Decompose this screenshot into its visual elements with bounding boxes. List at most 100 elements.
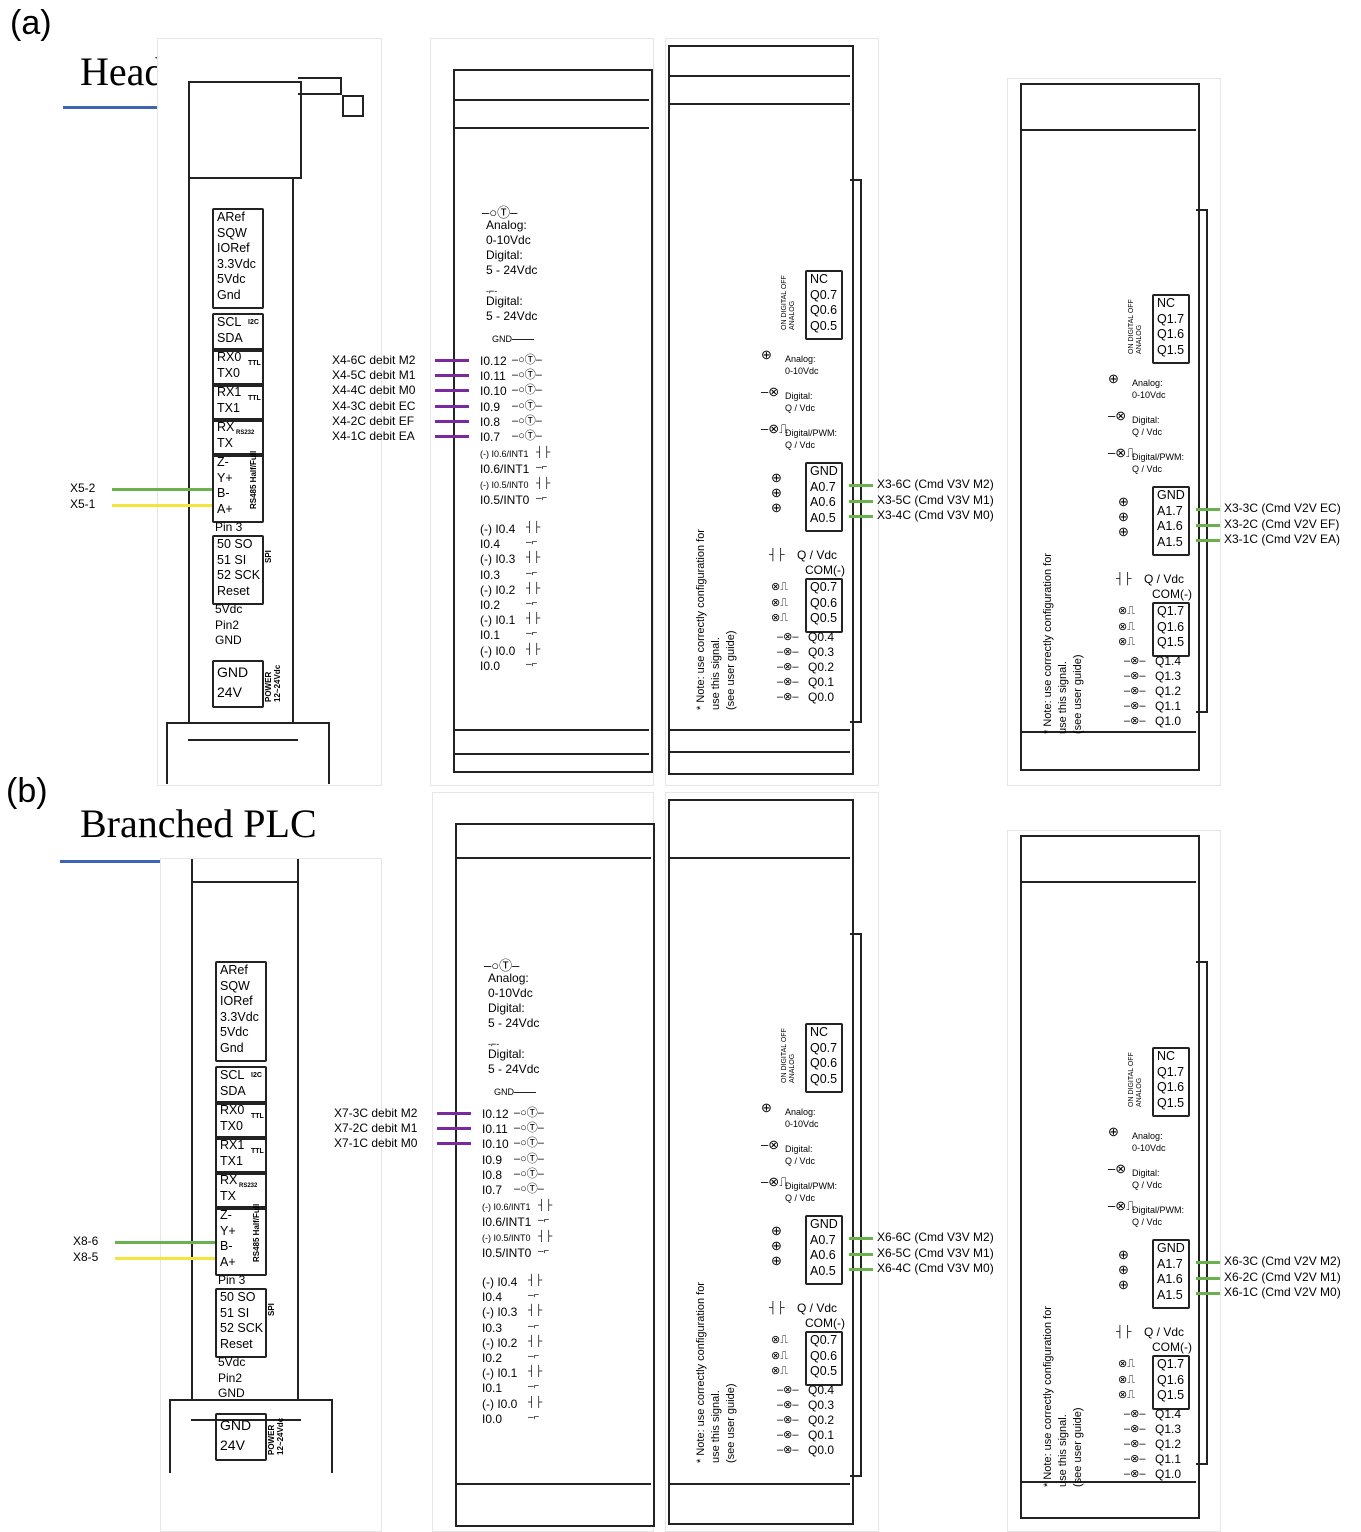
int-input-symbol: ┤├ <box>538 1230 553 1242</box>
i2c-tag: I2C <box>248 319 259 326</box>
pwm-output-block-row: Q1.6 <box>1157 1372 1185 1387</box>
ttl-tag: TTL <box>248 360 261 367</box>
cpu-pin-label: Pin2 <box>218 1370 243 1385</box>
cpu-rs485-block: Z-Y+B-A+ <box>215 1206 267 1276</box>
cpu-ttl-block-row: TX1 <box>217 400 240 415</box>
input-terminal-symbol: –○Ⓣ– <box>514 1107 544 1119</box>
digital-input-symbol: ┤├ <box>528 1305 543 1317</box>
cpu-spi-block-row: 52 SCK <box>220 1321 264 1335</box>
cpu-power-row: 24V <box>217 683 242 700</box>
digital-output-label: Q1.4 <box>1155 1406 1182 1421</box>
digital-input-label: (-) I0.4 <box>482 1275 518 1289</box>
analog-input-label: I0.7 <box>480 430 501 444</box>
int-input-label: (-) I0.5/INT0 <box>482 1232 531 1243</box>
digital-output-label: Q1.0 <box>1155 713 1182 728</box>
cpu-spi-block-row: Reset <box>217 583 250 598</box>
cpu-power-row: 24V <box>220 1436 245 1453</box>
cpu-aref-block-row: ARef <box>220 963 248 977</box>
switch-block-row: Q0.7 <box>810 287 838 302</box>
int-input-label: (-) I0.5/INT0 <box>480 479 529 490</box>
output-module-q1 <box>1007 78 1221 786</box>
digital-output-symbol: –⊗– <box>1124 669 1146 682</box>
output-wire <box>849 515 873 518</box>
rs485-wire-label: X8-5 <box>73 1249 99 1264</box>
output-wire <box>849 1237 873 1240</box>
output-legend-symbol: ⊕ <box>1108 1124 1119 1139</box>
input-legend-label: 5 - 24Vdc <box>488 1062 540 1076</box>
switch-block-row: NC <box>810 1025 829 1039</box>
analog-output-block-row: A0.5 <box>810 510 836 525</box>
config-note: (see user guide) <box>725 630 737 711</box>
gnd-line <box>512 339 534 340</box>
digital-input-label: (-) I0.1 <box>482 1366 518 1381</box>
digital-output-symbol: –⊗– <box>1124 684 1146 697</box>
int-input-label: I0.5/INT0 <box>480 492 530 507</box>
rs485-wire-label: X5-2 <box>70 481 96 495</box>
cpu-spi-block-row: 50 SO <box>220 1290 256 1304</box>
q-vdc-label: Q / Vdc <box>797 548 838 562</box>
output-legend-label: Digital: <box>785 1144 813 1154</box>
analog-output-block-row: A0.7 <box>810 479 836 494</box>
module-line <box>455 127 649 129</box>
switch-tag: ON DIGITAL OFF ANALOG <box>781 1028 796 1083</box>
digital-output-label: Q0.4 <box>808 1382 835 1397</box>
digital-output-symbol: –⊗– <box>1124 654 1146 667</box>
cpu-aref-block-row: 3.3Vdc <box>220 1009 259 1024</box>
output-legend-symbol: ⊕ <box>761 1100 772 1115</box>
cpu-i2c-block-row: SCL <box>220 1068 245 1082</box>
input-legend-label: 5 - 24Vdc <box>486 263 538 277</box>
pwm-output-block-row: Q0.7 <box>810 1333 838 1347</box>
digital-output-symbol: –⊗– <box>1124 1467 1146 1480</box>
cpu-top-pin <box>342 95 364 117</box>
input-legend-label: 5 - 24Vdc <box>488 1016 540 1030</box>
output-wire-label: X6-1C (Cmd V2V M0) <box>1224 1285 1341 1299</box>
output-wire <box>1196 539 1220 542</box>
q-vdc-label: Q / Vdc <box>1144 572 1185 586</box>
cpu-spi-block-row: 51 SI <box>217 552 247 567</box>
output-legend-label: Analog: <box>785 1107 816 1117</box>
module-line <box>455 753 649 755</box>
digital-output-symbol: –⊗– <box>777 675 799 688</box>
cpu-aref-block-row: IORef <box>220 994 253 1008</box>
digital-output-symbol: –⊗– <box>777 1428 799 1441</box>
input-legend-label: Analog: <box>486 218 527 232</box>
switch-block-row: NC <box>1157 1049 1176 1063</box>
config-note: * Note: use correctly configuration for <box>695 1282 707 1463</box>
rs485-wire <box>115 1256 215 1260</box>
power-tag: POWER 12~24Vdc <box>267 1417 285 1455</box>
pwm-output-block-row: Q0.7 <box>810 580 838 594</box>
pwm-output-block-row: Q0.5 <box>810 611 838 625</box>
digital-output-label: Q0.3 <box>808 644 835 659</box>
analog-output-block-row: A1.7 <box>1157 1256 1183 1271</box>
output-legend-label: Analog: <box>1132 1131 1163 1141</box>
switch-block-row: Q1.7 <box>1157 311 1185 326</box>
output-legend-label: Q / Vdc <box>785 1156 816 1166</box>
input-legend-label: Digital: <box>488 1047 525 1061</box>
pwm-output-symbol: ⊗⎍ <box>1118 605 1135 617</box>
analog-output-symbol: ⊕ ⊕ ⊕ <box>771 470 782 515</box>
cpu-ttl-block-row: TX0 <box>220 1118 243 1133</box>
digital-output-label: Q1.1 <box>1155 1451 1182 1466</box>
analog-input-label: I0.10 <box>482 1137 509 1152</box>
digital-input-symbol: –⌐ <box>526 567 538 579</box>
com-label: COM(-) <box>1152 1340 1192 1354</box>
pwm-output-symbol: ⊗⎍ <box>771 1349 788 1362</box>
output-wire <box>1196 1276 1220 1280</box>
com-label: COM(-) <box>805 563 845 577</box>
digital-input-label: (-) I0.0 <box>482 1396 518 1411</box>
digital-input-symbol: –⌐ <box>528 1381 540 1393</box>
digital-input-label: (-) I0.2 <box>482 1335 518 1350</box>
output-legend-label: 0-10Vdc <box>785 1119 819 1129</box>
q-vdc-symbol: ┤├ <box>769 549 785 561</box>
switch-block-row: Q0.5 <box>810 318 838 333</box>
pwm-output-block-row: Q1.5 <box>1157 1388 1185 1402</box>
int-input-label: I0.5/INT0 <box>482 1245 532 1260</box>
